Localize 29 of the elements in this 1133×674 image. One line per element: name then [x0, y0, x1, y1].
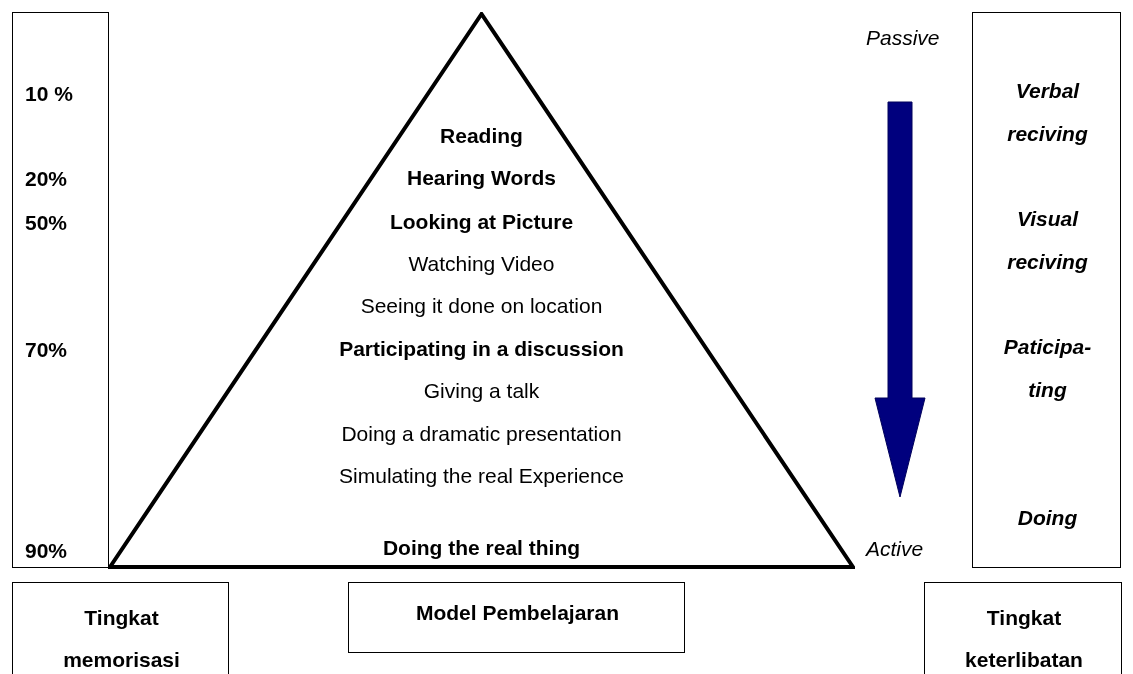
- level-text: Reading: [439, 124, 524, 148]
- level-text: Model Pembelajaran: [414, 601, 621, 625]
- percentage-column: [12, 12, 109, 568]
- level-text: 70%: [25, 338, 68, 362]
- level-text: Giving a talk: [422, 379, 541, 403]
- level-text: Doing the real thing: [381, 536, 582, 560]
- level-text: Seeing it done on location: [359, 294, 604, 318]
- level-text: Simulating the real Experience: [338, 464, 625, 488]
- level-text: 50%: [25, 211, 68, 235]
- scale-label: Active: [866, 537, 924, 561]
- level-text: Hearing Words: [406, 166, 557, 190]
- scale-label: Passive: [866, 26, 940, 50]
- level-text: Tingkat keterlibatan: [964, 605, 1084, 673]
- involvement-column: [972, 12, 1121, 568]
- column-caption: [12, 582, 229, 674]
- level-text: 20%: [25, 167, 68, 191]
- level-text: Verbal reciving: [1006, 78, 1089, 147]
- column-caption: [924, 582, 1122, 674]
- column-caption: [348, 582, 685, 653]
- level-text: 10 %: [25, 82, 73, 106]
- level-text: Tingkat memorisasi: [62, 605, 181, 673]
- level-text: Visual reciving: [1006, 206, 1089, 275]
- level-text: Participating in a discussion: [338, 337, 625, 361]
- level-text: Doing: [1016, 505, 1079, 531]
- level-text: Doing a dramatic presentation: [340, 422, 623, 446]
- level-text: Paticipa- ting: [1002, 334, 1093, 403]
- level-text: 90%: [25, 539, 68, 563]
- level-text: Looking at Picture: [388, 210, 575, 234]
- level-text: Watching Video: [407, 252, 556, 276]
